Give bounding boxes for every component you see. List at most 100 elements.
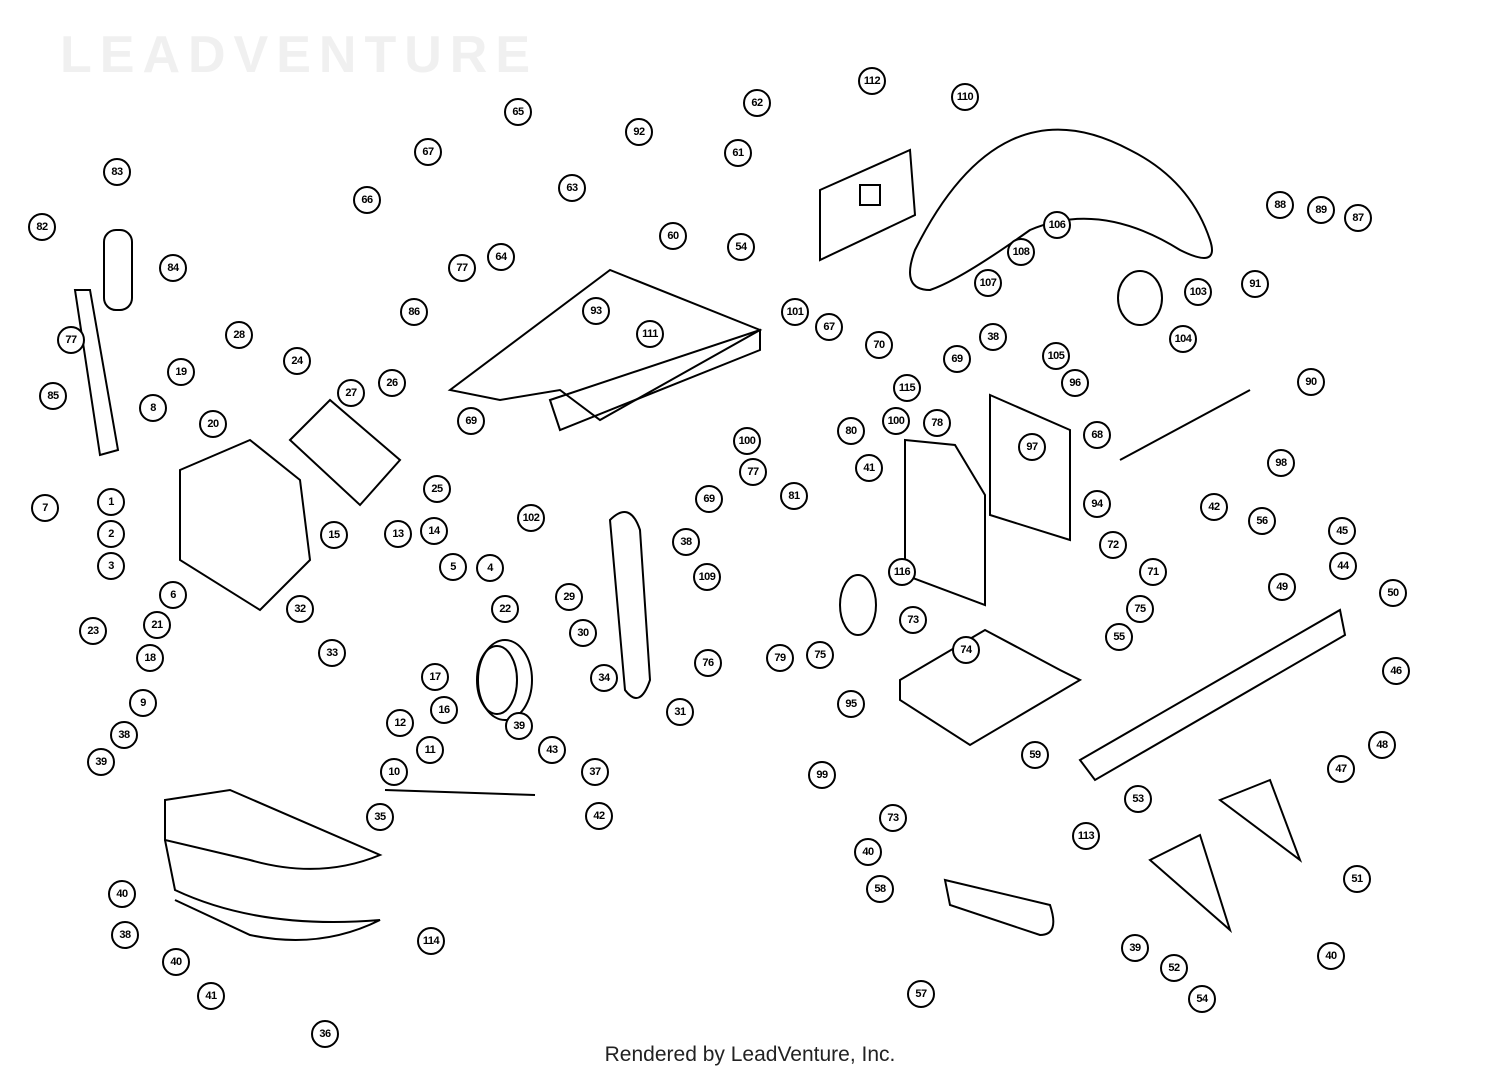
part-callout[interactable]: 77 bbox=[739, 458, 767, 486]
part-callout[interactable]: 109 bbox=[693, 563, 721, 591]
part-callout[interactable]: 62 bbox=[743, 89, 771, 117]
part-callout[interactable]: 20 bbox=[199, 410, 227, 438]
part-callout[interactable]: 105 bbox=[1042, 342, 1070, 370]
part-callout[interactable]: 78 bbox=[923, 409, 951, 437]
part-callout[interactable]: 34 bbox=[590, 664, 618, 692]
part-callout[interactable]: 54 bbox=[727, 233, 755, 261]
part-callout[interactable]: 65 bbox=[504, 98, 532, 126]
part-callout[interactable]: 10 bbox=[380, 758, 408, 786]
part-callout[interactable]: 54 bbox=[1188, 985, 1216, 1013]
part-callout[interactable]: 39 bbox=[1121, 934, 1149, 962]
part-callout[interactable]: 52 bbox=[1160, 954, 1188, 982]
part-callout[interactable]: 113 bbox=[1072, 822, 1100, 850]
part-callout[interactable]: 13 bbox=[384, 520, 412, 548]
part-callout[interactable]: 97 bbox=[1018, 433, 1046, 461]
part-callout[interactable]: 112 bbox=[858, 67, 886, 95]
part-callout[interactable]: 67 bbox=[414, 138, 442, 166]
part-callout[interactable]: 82 bbox=[28, 213, 56, 241]
part-callout[interactable]: 86 bbox=[400, 298, 428, 326]
part-callout[interactable]: 53 bbox=[1124, 785, 1152, 813]
part-callout[interactable]: 103 bbox=[1184, 278, 1212, 306]
part-callout[interactable]: 38 bbox=[979, 323, 1007, 351]
part-callout[interactable]: 77 bbox=[448, 254, 476, 282]
part-callout[interactable]: 42 bbox=[1200, 493, 1228, 521]
part-callout[interactable]: 66 bbox=[353, 186, 381, 214]
part-callout[interactable]: 76 bbox=[694, 649, 722, 677]
part-callout[interactable]: 116 bbox=[888, 558, 916, 586]
part-callout[interactable]: 23 bbox=[79, 617, 107, 645]
part-callout[interactable]: 64 bbox=[487, 243, 515, 271]
part-callout[interactable]: 100 bbox=[882, 407, 910, 435]
part-callout[interactable]: 77 bbox=[57, 326, 85, 354]
part-callout[interactable]: 49 bbox=[1268, 573, 1296, 601]
part-callout[interactable]: 39 bbox=[87, 748, 115, 776]
part-callout[interactable]: 38 bbox=[672, 528, 700, 556]
part-callout[interactable]: 94 bbox=[1083, 490, 1111, 518]
part-callout[interactable]: 11 bbox=[416, 736, 444, 764]
part-callout[interactable]: 42 bbox=[585, 802, 613, 830]
part-callout[interactable]: 58 bbox=[866, 875, 894, 903]
part-callout[interactable]: 38 bbox=[110, 721, 138, 749]
part-callout[interactable]: 50 bbox=[1379, 579, 1407, 607]
part-callout[interactable]: 38 bbox=[111, 921, 139, 949]
part-callout[interactable]: 40 bbox=[108, 880, 136, 908]
part-callout[interactable]: 16 bbox=[430, 696, 458, 724]
part-callout[interactable]: 55 bbox=[1105, 623, 1133, 651]
part-callout[interactable]: 30 bbox=[569, 619, 597, 647]
part-callout[interactable]: 98 bbox=[1267, 449, 1295, 477]
part-callout[interactable]: 115 bbox=[893, 374, 921, 402]
part-callout[interactable]: 35 bbox=[366, 803, 394, 831]
part-callout[interactable]: 99 bbox=[808, 761, 836, 789]
part-callout[interactable]: 27 bbox=[337, 379, 365, 407]
part-callout[interactable]: 85 bbox=[39, 382, 67, 410]
part-callout[interactable]: 70 bbox=[865, 331, 893, 359]
part-callout[interactable]: 101 bbox=[781, 298, 809, 326]
part-callout[interactable]: 29 bbox=[555, 583, 583, 611]
part-callout[interactable]: 68 bbox=[1083, 421, 1111, 449]
part-callout[interactable]: 63 bbox=[558, 174, 586, 202]
part-callout[interactable]: 39 bbox=[505, 712, 533, 740]
part-callout[interactable]: 41 bbox=[197, 982, 225, 1010]
part-callout[interactable]: 93 bbox=[582, 297, 610, 325]
part-callout[interactable]: 73 bbox=[899, 606, 927, 634]
part-callout[interactable]: 59 bbox=[1021, 741, 1049, 769]
part-callout[interactable]: 45 bbox=[1328, 517, 1356, 545]
part-callout[interactable]: 75 bbox=[1126, 595, 1154, 623]
part-callout[interactable]: 21 bbox=[143, 611, 171, 639]
part-callout[interactable]: 44 bbox=[1329, 552, 1357, 580]
part-callout[interactable]: 108 bbox=[1007, 238, 1035, 266]
part-callout[interactable]: 17 bbox=[421, 663, 449, 691]
part-callout[interactable]: 25 bbox=[423, 475, 451, 503]
part-callout[interactable]: 48 bbox=[1368, 731, 1396, 759]
part-callout[interactable]: 6 bbox=[159, 581, 187, 609]
part-callout[interactable]: 57 bbox=[907, 980, 935, 1008]
part-callout[interactable]: 12 bbox=[386, 709, 414, 737]
part-callout[interactable]: 1 bbox=[97, 488, 125, 516]
part-callout[interactable]: 37 bbox=[581, 758, 609, 786]
part-callout[interactable]: 88 bbox=[1266, 191, 1294, 219]
part-callout[interactable]: 69 bbox=[695, 485, 723, 513]
part-callout[interactable]: 9 bbox=[129, 689, 157, 717]
part-callout[interactable]: 81 bbox=[780, 482, 808, 510]
part-callout[interactable]: 2 bbox=[97, 520, 125, 548]
part-callout[interactable]: 90 bbox=[1297, 368, 1325, 396]
part-callout[interactable]: 95 bbox=[837, 690, 865, 718]
part-callout[interactable]: 19 bbox=[167, 358, 195, 386]
part-callout[interactable]: 79 bbox=[766, 644, 794, 672]
part-callout[interactable]: 60 bbox=[659, 222, 687, 250]
part-callout[interactable]: 83 bbox=[103, 158, 131, 186]
part-callout[interactable]: 72 bbox=[1099, 531, 1127, 559]
part-callout[interactable]: 41 bbox=[855, 454, 883, 482]
part-callout[interactable]: 110 bbox=[951, 83, 979, 111]
part-callout[interactable]: 56 bbox=[1248, 507, 1276, 535]
part-callout[interactable]: 74 bbox=[952, 636, 980, 664]
part-callout[interactable]: 5 bbox=[439, 553, 467, 581]
part-callout[interactable]: 15 bbox=[320, 521, 348, 549]
part-callout[interactable]: 96 bbox=[1061, 369, 1089, 397]
part-callout[interactable]: 80 bbox=[837, 417, 865, 445]
part-callout[interactable]: 26 bbox=[378, 369, 406, 397]
part-callout[interactable]: 106 bbox=[1043, 211, 1071, 239]
part-callout[interactable]: 102 bbox=[517, 504, 545, 532]
part-callout[interactable]: 92 bbox=[625, 118, 653, 146]
part-callout[interactable]: 43 bbox=[538, 736, 566, 764]
